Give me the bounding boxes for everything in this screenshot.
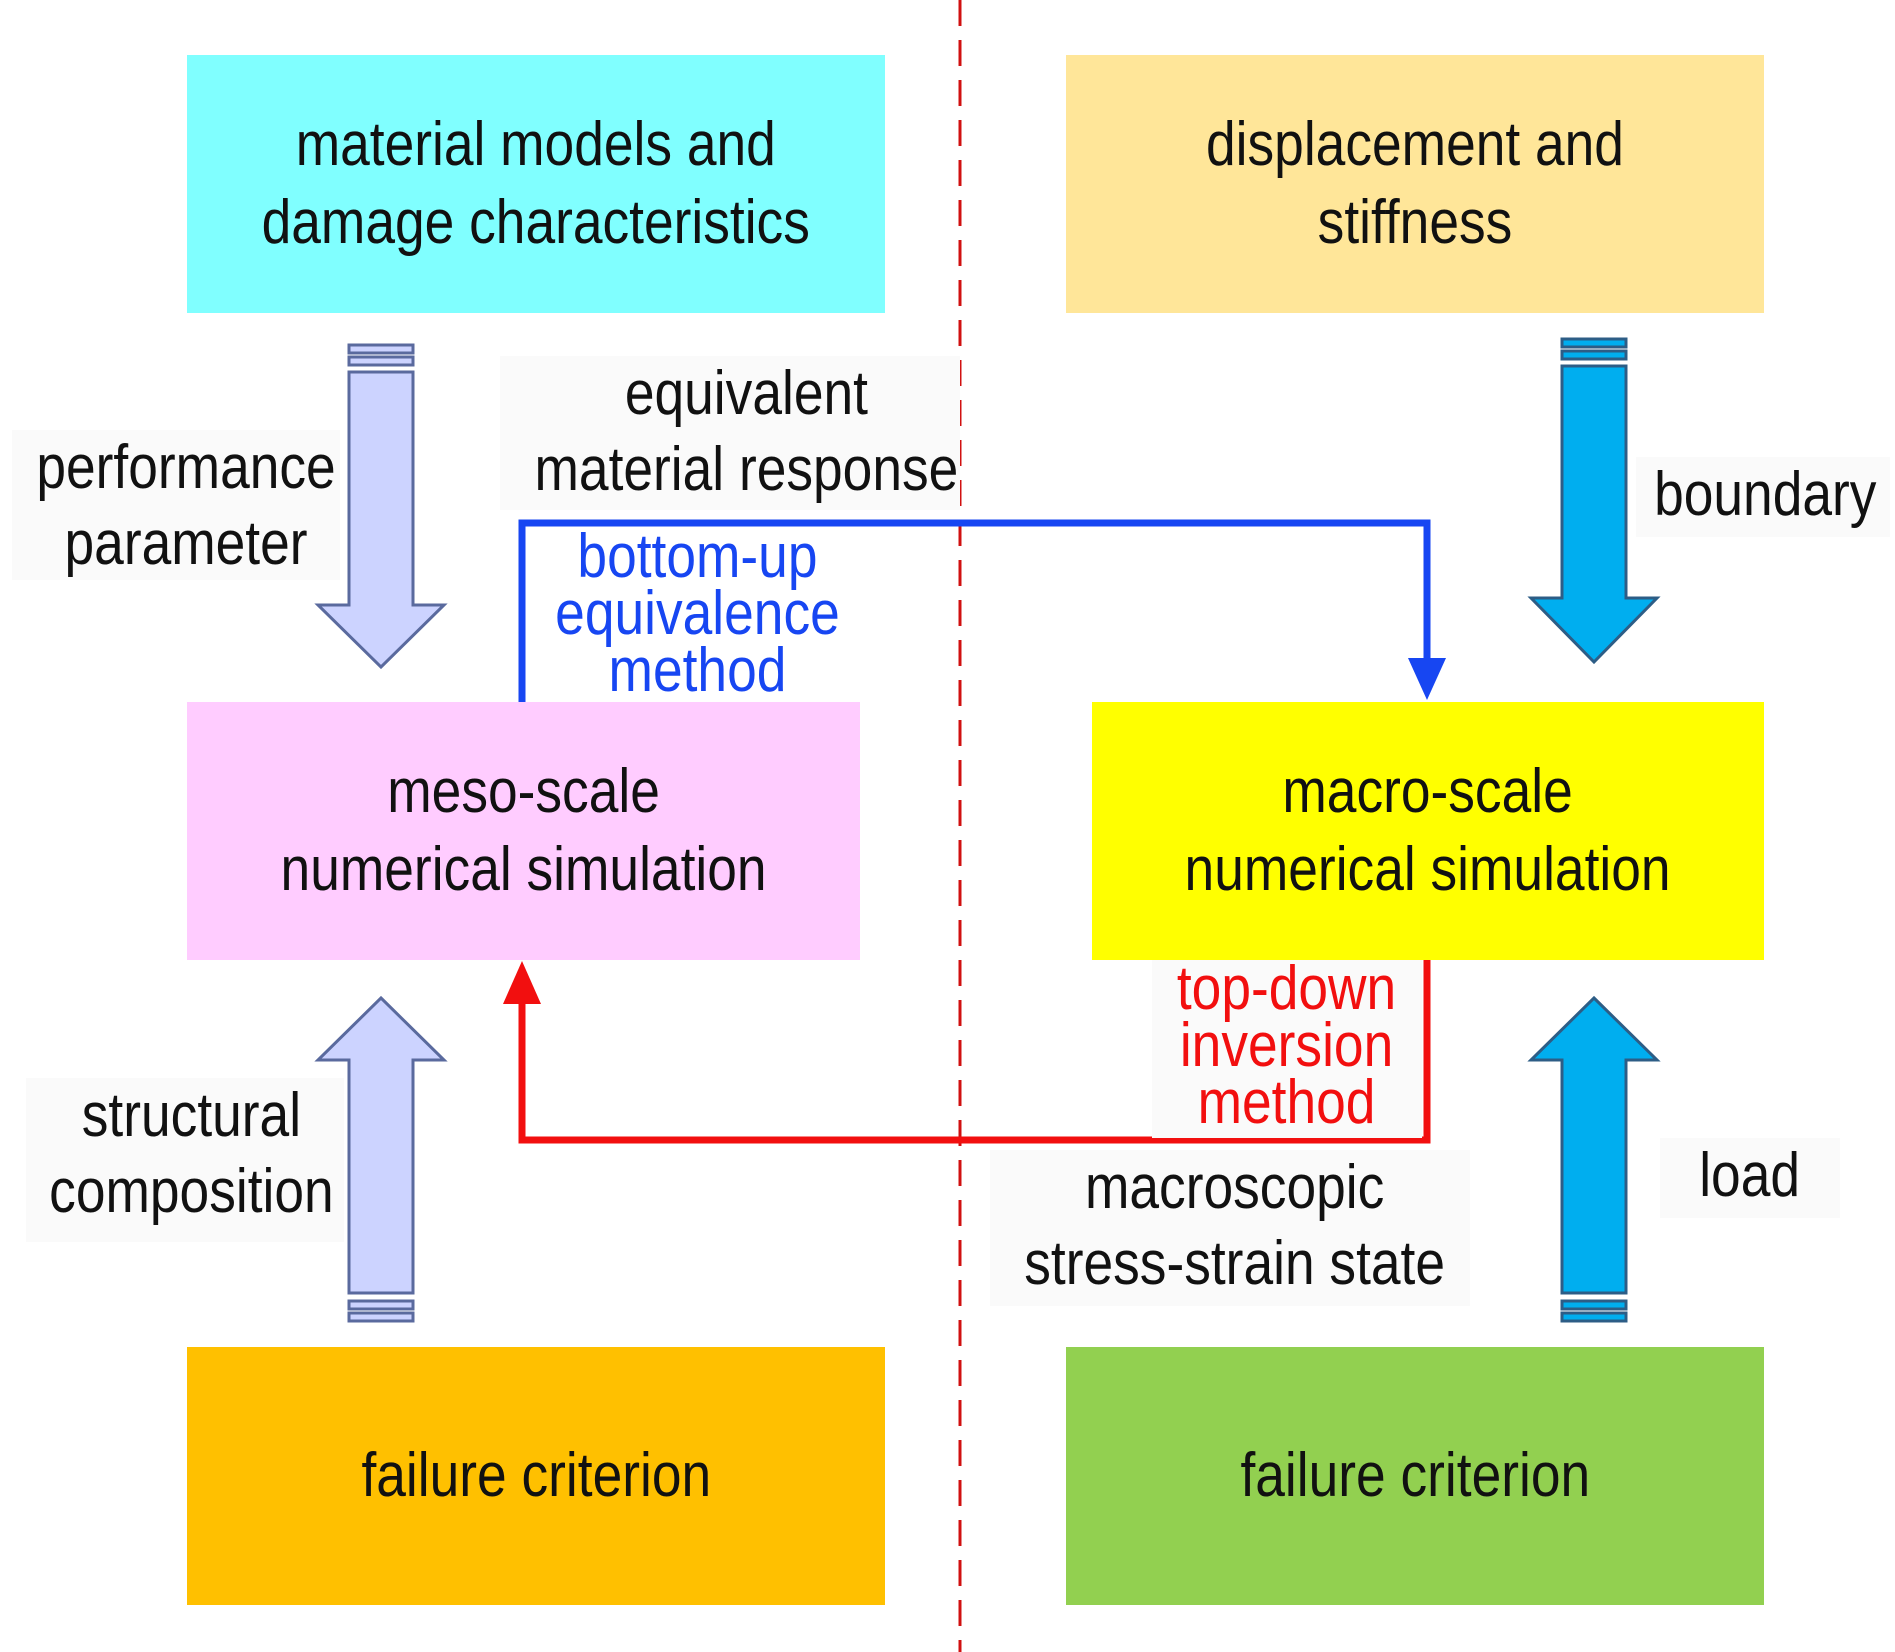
- meso-line-2: numerical simulation: [280, 835, 767, 904]
- displacement-line-2: stiffness: [1317, 188, 1513, 257]
- performance-line-2: parameter: [64, 509, 308, 578]
- structural-line-1: structural: [81, 1081, 302, 1150]
- performance-line-1: performance: [36, 433, 336, 502]
- failure-criterion-right-box: failure criterion: [1066, 1347, 1764, 1605]
- bottom-up-line-3: method: [608, 636, 787, 705]
- right-up-arrow-icon: [1527, 995, 1661, 1323]
- failure-left-line: failure criterion: [361, 1441, 711, 1510]
- macroscopic-line-1: macroscopic: [1084, 1153, 1385, 1222]
- meso-line-1: meso-scale: [387, 757, 660, 826]
- macroscopic-line-2: stress-strain state: [1024, 1229, 1446, 1298]
- load-label: load: [1660, 1138, 1840, 1218]
- top-down-line-2: inversion: [1180, 1011, 1394, 1080]
- macro-line-1: macro-scale: [1282, 757, 1574, 826]
- failure-criterion-left-box: failure criterion: [187, 1347, 885, 1605]
- bottom-up-line-1: bottom-up: [577, 522, 818, 591]
- load-line: load: [1699, 1141, 1801, 1210]
- bottom-up-line-2: equivalence: [555, 579, 840, 648]
- bottom-up-connector: [518, 519, 1446, 703]
- failure-right-line: failure criterion: [1240, 1441, 1590, 1510]
- material-models-line-2: damage characteristics: [261, 188, 811, 257]
- left-down-arrow-icon: [314, 343, 448, 670]
- material-models-line-1: material models and: [295, 110, 777, 179]
- macro-line-2: numerical simulation: [1184, 835, 1672, 904]
- top-down-line-1: top-down: [1177, 954, 1397, 1023]
- top-down-line-3: method: [1198, 1068, 1376, 1137]
- equivalent-line-1: equivalent: [624, 359, 868, 428]
- left-up-arrow-icon: [314, 995, 448, 1323]
- structural-composition-label: structural composition: [26, 1078, 344, 1242]
- displacement-line-1: displacement and: [1206, 110, 1624, 179]
- macroscopic-state-label: macroscopic stress-strain state: [990, 1150, 1470, 1306]
- meso-scale-box: meso-scale numerical simulation: [187, 702, 860, 960]
- material-models-box: material models and damage characteristi…: [187, 55, 885, 313]
- top-down-connector: [503, 958, 1431, 1144]
- structural-line-2: composition: [49, 1157, 334, 1226]
- performance-parameter-label: performance parameter: [12, 430, 340, 580]
- boundary-label: boundary: [1636, 457, 1890, 537]
- macro-scale-box: macro-scale numerical simulation: [1092, 702, 1764, 960]
- boundary-line: boundary: [1654, 460, 1877, 529]
- equivalent-response-label: equivalent material response: [500, 356, 960, 510]
- bottom-up-method-label: bottom-up equivalence method: [532, 522, 857, 708]
- top-down-method-label: top-down inversion method: [1152, 954, 1422, 1138]
- right-down-arrow-icon: [1527, 337, 1661, 665]
- equivalent-line-2: material response: [534, 435, 959, 504]
- displacement-box: displacement and stiffness: [1066, 55, 1764, 313]
